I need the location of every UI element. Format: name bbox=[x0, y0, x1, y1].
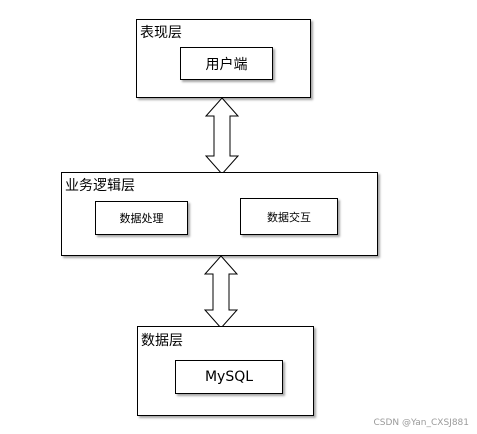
business-logic-layer: 业务逻辑层 数据处理 数据交互 bbox=[61, 172, 378, 256]
data-interaction-label: 数据交互 bbox=[267, 210, 311, 224]
business-logic-layer-title: 业务逻辑层 bbox=[65, 178, 135, 194]
client-node: 用户端 bbox=[180, 47, 273, 80]
mysql-node-label: MySQL bbox=[204, 369, 254, 385]
double-arrow-top bbox=[204, 97, 240, 175]
data-processing-node: 数据处理 bbox=[95, 201, 188, 235]
double-arrow-bottom bbox=[203, 255, 239, 329]
data-layer: 数据层 MySQL bbox=[137, 326, 314, 416]
data-interaction-node: 数据交互 bbox=[240, 198, 338, 235]
presentation-layer: 表现层 用户端 bbox=[136, 19, 311, 98]
data-layer-title: 数据层 bbox=[141, 333, 183, 349]
mysql-node: MySQL bbox=[175, 360, 283, 394]
client-node-label: 用户端 bbox=[205, 56, 248, 73]
data-processing-label: 数据处理 bbox=[119, 212, 164, 225]
presentation-layer-title: 表现层 bbox=[140, 25, 182, 41]
watermark: CSDN @Yan_CXSJ881 bbox=[373, 418, 470, 428]
